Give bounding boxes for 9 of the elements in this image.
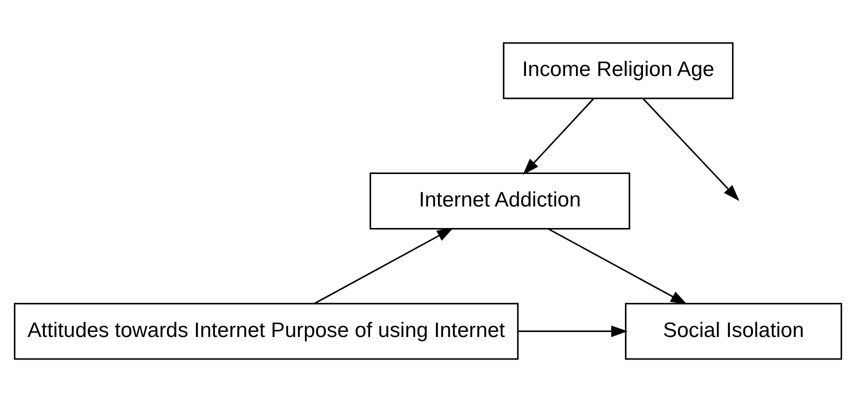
node-box: Income Religion Age [502,42,734,99]
node-box: Attitudes towards Internet Purpose of using Internet [14,302,519,360]
arrow [642,98,740,200]
arrow [518,325,628,337]
node-box: Social Isolation [624,302,842,360]
arrow [522,98,594,174]
node-box: Internet Addiction [370,172,630,229]
arrow [314,227,454,304]
arrow [548,228,688,304]
